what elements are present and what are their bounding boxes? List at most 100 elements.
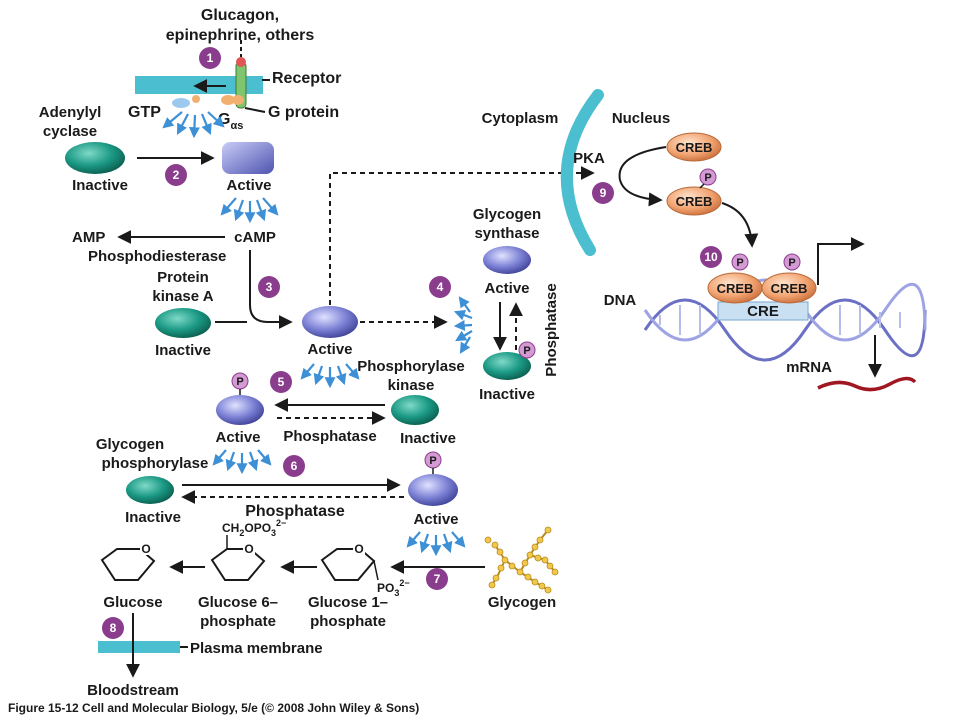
- pka-inactive-icon: [155, 308, 211, 338]
- glycogen-phosphorylase-label-line2: phosphorylase: [102, 455, 209, 472]
- step-badge-6: 6: [283, 455, 305, 477]
- step-badge-7: 7: [426, 568, 448, 590]
- cytoplasm-label: Cytoplasm: [482, 110, 559, 127]
- glycogen-synthase-label-line1: Glycogen: [473, 206, 541, 223]
- svg-text:8: 8: [110, 621, 117, 635]
- glucose-1-phosphate-label-line1: Glucose 1–: [308, 594, 388, 611]
- phosphate-label-dimer-right: P: [788, 257, 795, 269]
- phosphatase-vertical-label: Phosphatase: [543, 283, 560, 376]
- svg-text:2: 2: [173, 168, 180, 182]
- creb-dimer-right-icon: [761, 272, 817, 304]
- ring-oxygen-g6p: O: [244, 542, 253, 556]
- phosphorylase-kinase-inactive-icon: [391, 395, 439, 425]
- glucose-label: Glucose: [103, 594, 162, 611]
- pka-inactive-label: Inactive: [155, 342, 211, 359]
- step-badge-8: 8: [102, 617, 124, 639]
- glucose-1-phosphate-ring: [320, 543, 379, 581]
- g-protein-label: G protein: [268, 104, 339, 121]
- phosphorylase-kinase-inactive-label: Inactive: [400, 430, 456, 447]
- g1p-po3-label: PO32−: [377, 578, 410, 598]
- pka-rays: [300, 363, 360, 389]
- pka-active-label: Active: [307, 341, 352, 358]
- creb-label-dimer-left: CREB: [717, 281, 754, 296]
- step-badge-4: 4: [429, 276, 451, 298]
- svg-text:4: 4: [437, 280, 444, 294]
- step-badge-3: 3: [258, 276, 280, 298]
- ring-oxygen-g1p: O: [354, 542, 363, 556]
- phosphorylase-kinase-active-icon: [216, 395, 264, 425]
- step-badge-1: 1: [199, 47, 221, 69]
- phosphate-label-synthase: P: [523, 345, 530, 357]
- phosphate-label-phosphorylase: P: [429, 455, 436, 467]
- glycogen-phosphorylase-active-label: Active: [413, 511, 458, 528]
- creb-label-top: CREB: [676, 140, 713, 155]
- receptor-label: Receptor: [272, 70, 341, 87]
- cyclase-rays: [220, 197, 279, 224]
- glucose-ring: [100, 543, 156, 581]
- phosphatase-label-1: Phosphatase: [283, 428, 376, 445]
- phosphate-label-creb: P: [704, 172, 711, 184]
- step-badge-9: 9: [592, 182, 614, 204]
- svg-text:3: 3: [266, 280, 273, 294]
- adenylyl-cyclase-inactive-label: Inactive: [72, 177, 128, 194]
- phosphate-label-dimer-left: P: [736, 257, 743, 269]
- creb-unphosphorylated-icon: [666, 132, 722, 162]
- glycogen-synthase-active-icon: [483, 246, 531, 274]
- nucleus-label: Nucleus: [612, 110, 670, 127]
- adenylyl-cyclase-active-label: Active: [226, 177, 271, 194]
- g6p-ch2opo3-label: CH2OPO32−: [222, 518, 286, 538]
- phosphorylase-kinase-label-line2: kinase: [388, 377, 435, 394]
- mrna-label: mRNA: [786, 359, 832, 376]
- phosphate-bubble-dimer-left: [731, 253, 749, 271]
- plasma-membrane-icon: [98, 641, 180, 653]
- figure-caption: Figure 15-12 Cell and Molecular Biology,…: [8, 701, 419, 715]
- ring-oxygen-glucose: O: [141, 542, 150, 556]
- step-badge-2: 2: [165, 164, 187, 186]
- glycogen-synthase-inactive-icon: [483, 352, 531, 380]
- phosphate-bubble-creb: [699, 168, 717, 186]
- kinase-rays: [212, 449, 272, 475]
- glycogen-synthase-label-line2: synthase: [474, 225, 539, 242]
- adenylyl-cyclase-label-line2: cyclase: [43, 123, 97, 140]
- glycogen-phosphorylase-inactive-icon: [126, 476, 174, 504]
- glycogen-synthase-active-label: Active: [484, 280, 529, 297]
- gtp-label: GTP: [128, 104, 161, 121]
- phosphorylase-kinase-active-label: Active: [215, 429, 260, 446]
- creb-label-dimer-right: CREB: [771, 281, 808, 296]
- amp-label: AMP: [72, 229, 105, 246]
- svg-text:7: 7: [434, 572, 441, 586]
- signal-label-line1: Glucagon,: [201, 7, 279, 24]
- glucose-6-phosphate-label-line2: phosphate: [200, 613, 276, 630]
- phosphorylase-rays: [406, 531, 466, 557]
- nuclear-envelope: [560, 89, 604, 256]
- phosphorylase-kinase-label-line1: Phosphorylase: [357, 358, 465, 375]
- phosphatase-label-2: Phosphatase: [245, 503, 345, 520]
- phosphate-label-kinase: P: [236, 376, 243, 388]
- mrna-strand: [817, 376, 917, 392]
- svg-text:6: 6: [291, 459, 298, 473]
- cre-label: CRE: [747, 303, 779, 320]
- dna-label: DNA: [604, 292, 637, 309]
- svg-text:9: 9: [600, 186, 607, 200]
- receptor-icon: [235, 40, 247, 109]
- glycogen-label: Glycogen: [488, 594, 556, 611]
- glycogen-icon: [484, 526, 559, 594]
- glucose-6-phosphate-ring: [210, 535, 266, 581]
- phosphodiesterase-label: Phosphodiesterase: [88, 248, 226, 265]
- glucose-6-phosphate-label-line1: Glucose 6–: [198, 594, 278, 611]
- step4-rays: [453, 296, 473, 354]
- g-protein-icon: [221, 95, 244, 105]
- g-alpha-s-label: Gαs: [218, 111, 243, 132]
- pka-label-line2: kinase A: [152, 288, 213, 305]
- cre-element: [717, 301, 809, 321]
- pka-label-line1: Protein: [157, 269, 209, 286]
- glucose-1-phosphate-label-line2: phosphate: [310, 613, 386, 630]
- camp-label: cAMP: [234, 229, 276, 246]
- creb-phosphorylated-icon: [666, 186, 722, 216]
- signal-label-line2: epinephrine, others: [166, 27, 315, 44]
- glycogen-synthase-inactive-label: Inactive: [479, 386, 535, 403]
- gtp-icon: [172, 95, 200, 108]
- step-badge-5: 5: [270, 371, 292, 393]
